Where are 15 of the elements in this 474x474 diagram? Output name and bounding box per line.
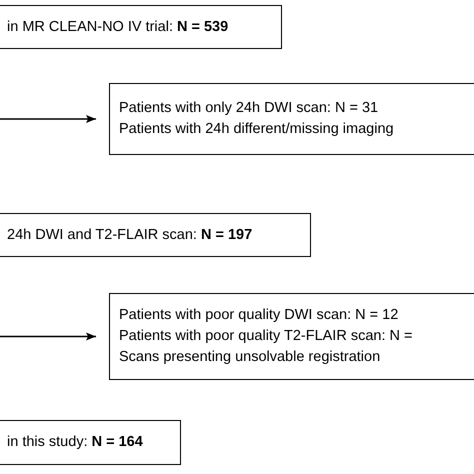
arrow (0, 332, 96, 340)
flowchart-box (0, 420, 181, 465)
flowchart-box (0, 213, 311, 257)
box-text: Scans presenting unsolvable registration (119, 348, 382, 367)
box-text: in this study: N = 164 (7, 433, 144, 452)
flowchart-box (0, 5, 282, 49)
flowchart-box (109, 83, 474, 155)
box-text: in MR CLEAN-NO IV trial: N = 539 (7, 18, 230, 36)
arrow (0, 115, 96, 123)
box-text: Patients with 24h different/missing imaging (119, 120, 395, 139)
box-text: Patients with only 24h DWI scan: N = 31 (119, 99, 380, 118)
flowchart-box (109, 293, 474, 380)
box-text: Patients with poor quality DWI scan: N = 12 (119, 306, 400, 325)
box-text: Patients with poor quality T2-FLAIR scan: N = (119, 327, 414, 346)
box-text: 24h DWI and T2-FLAIR scan: N = 197 (7, 226, 254, 244)
